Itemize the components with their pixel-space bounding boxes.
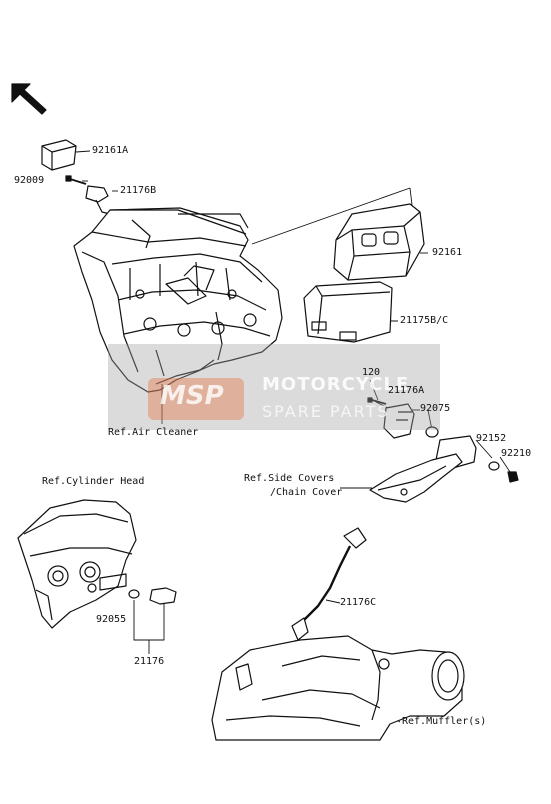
- label-92075: 92075: [420, 403, 451, 414]
- watermark-logo-text: MSP: [160, 381, 224, 411]
- label-92161: 92161: [432, 247, 463, 258]
- label-ref-chain-cover: /Chain Cover: [270, 487, 343, 498]
- muffler-assembly: [211, 635, 465, 741]
- label-92009: 92009: [14, 175, 45, 186]
- watermark-logo-shape: [148, 378, 244, 420]
- front-direction-arrow-icon: [11, 83, 47, 115]
- part-21175BC-ecu: [303, 281, 393, 343]
- label-ref-air-cleaner: Ref.Air Cleaner: [108, 427, 199, 438]
- label-ref-cylinder-head: Ref.Cylinder Head: [42, 476, 145, 487]
- throttle-body-assembly: [73, 207, 283, 393]
- watermark-line-2: SPARE PARTS: [262, 402, 390, 421]
- label-92055: 92055: [96, 614, 127, 625]
- label-21176B: 21176B: [120, 185, 157, 196]
- label-ref-side-covers: Ref.Side Covers: [244, 473, 335, 484]
- label-92152: 92152: [476, 433, 507, 444]
- label-21175BC: 21175B/C: [400, 315, 449, 326]
- part-92009-screw: [65, 175, 87, 185]
- side-cover-bracket: [369, 453, 463, 503]
- label-21176C: 21176C: [340, 597, 377, 608]
- cylinder-head: [17, 499, 137, 629]
- label-ref-muffler: Ref.Muffler(s): [402, 716, 487, 727]
- part-92161A-cap: [41, 139, 77, 171]
- label-21176A: 21176A: [388, 385, 425, 396]
- watermark-line-1: MOTORCYCLE: [262, 374, 410, 395]
- part-92161-cover: [333, 203, 425, 281]
- label-21176: 21176: [134, 656, 165, 667]
- label-92210: 92210: [501, 448, 532, 459]
- label-92161A: 92161A: [92, 145, 129, 156]
- part-21176C-o2-sensor: [289, 527, 367, 653]
- watermark-banner: [108, 344, 440, 430]
- part-92055-21176: [128, 587, 177, 605]
- label-120: 120: [362, 367, 381, 378]
